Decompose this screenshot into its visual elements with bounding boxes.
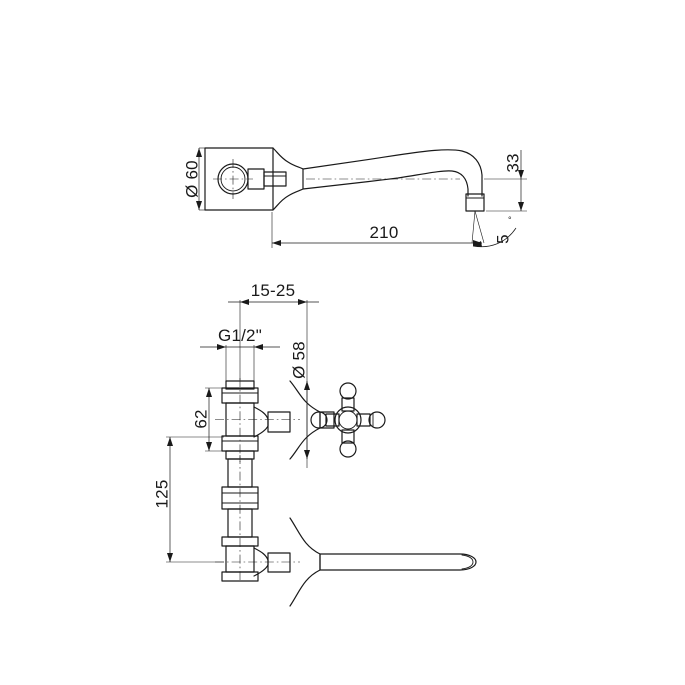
inlet-boss [213,159,287,199]
dimension-hgt125: 125 [152,436,224,563]
bottom-view-valve-assembly: 15-25 G1/2" Ø 58 [152,281,477,607]
dimension-label-hgt62: 62 [191,409,210,428]
dimension-label-hgt33: 33 [503,153,522,172]
dimension-dia60: Ø 60 [182,147,208,211]
wall-flange [204,147,274,211]
spout-escutcheon [272,147,304,211]
riser-pipe [221,455,259,580]
dimension-label-len210: 210 [370,223,399,242]
dimension-len210: 210 [271,212,482,248]
lever-handle [319,553,477,571]
dimension-label-angle5: 5 [493,234,512,244]
dimension-label-thread: G1/2" [218,326,262,345]
dimension-label-gap1525: 15-25 [251,281,295,300]
dimension-hgt62: 62 [191,387,224,452]
cross-handle [310,382,386,458]
upper-escutcheon [289,380,335,460]
lower-valve-body [215,536,300,582]
spout-aerator [465,193,485,212]
spout-body [302,149,483,197]
jet-reference-lines [471,210,485,244]
dimension-thread: G1/2" [200,326,280,381]
dimension-label-dia58: Ø 58 [289,341,308,379]
top-view-spout: Ø 60 33 210 [182,147,527,248]
dimension-label-dia60: Ø 60 [182,160,201,198]
dimension-hgt33: 33 [484,150,527,212]
dimension-label-hgt125: 125 [152,480,171,509]
dimension-angle5: 5 ° [472,215,517,248]
degree-symbol-angle5: ° [508,215,512,225]
dimension-dia58: Ø 58 [289,341,310,459]
upper-valve-body [215,378,300,462]
